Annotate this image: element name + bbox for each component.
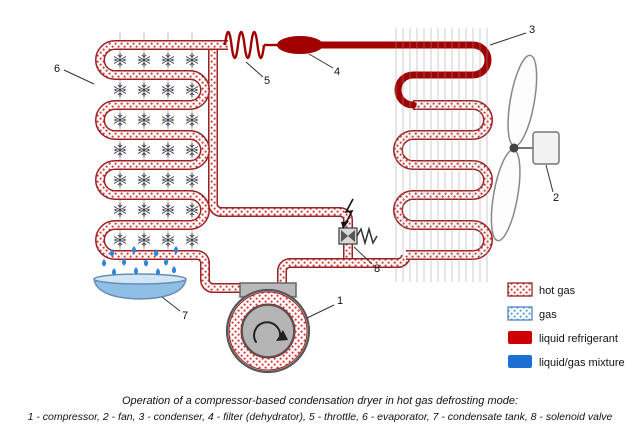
rotation-arrow-icon — [253, 321, 288, 343]
legend-swatch-hot-gas — [507, 282, 533, 297]
legend-label-gas: gas — [539, 309, 557, 321]
fan-motor — [532, 131, 560, 165]
fan — [490, 54, 560, 242]
lightning-icon — [341, 198, 354, 229]
ring-edge-outer — [228, 291, 308, 371]
liquid-refrigerant-line — [318, 41, 492, 109]
solenoid-valve — [338, 198, 378, 246]
fan-hub — [509, 143, 519, 153]
tank-water-surface — [93, 273, 187, 285]
legend-swatch-gas — [507, 306, 533, 321]
legend-item-liquid-refrigerant: liquid refrigerant — [508, 331, 618, 345]
legend-label-hot-gas: hot gas — [539, 285, 576, 297]
legend-swatch-liquid-refrigerant — [508, 331, 532, 344]
compressor — [225, 282, 311, 374]
condensate-tank — [93, 246, 187, 300]
label-fan: 2 — [553, 192, 559, 204]
label-compressor: 1 — [337, 295, 343, 307]
ring-edge-inner — [240, 303, 296, 359]
compressor-rotor — [241, 304, 295, 358]
solenoid-coil — [356, 226, 378, 246]
frost-snowflakes — [113, 52, 199, 248]
compressor-hot-gas-ring — [229, 292, 307, 370]
condenser-fins — [395, 28, 488, 282]
throttle — [223, 30, 280, 60]
label-condenser: 3 — [529, 24, 535, 36]
legend: hot gas gas liquid refrigerant liquid/ga… — [507, 282, 625, 369]
legend-swatch-liquid-gas-mixture — [508, 355, 532, 368]
filter-dehydrator — [277, 36, 323, 54]
label-filter: 4 — [334, 66, 340, 78]
legend-label-liquid-refrigerant: liquid refrigerant — [539, 333, 618, 345]
number-labels: 6 5 4 3 2 8 1 7 — [54, 24, 559, 322]
caption-title: Operation of a compressor-based condensa… — [122, 395, 518, 407]
evaporator-coil — [95, 40, 257, 312]
label-evaporator: 6 — [54, 63, 60, 75]
fan-blade-bottom — [490, 149, 521, 242]
legend-item-hot-gas: hot gas — [507, 282, 576, 297]
valve-bowtie — [341, 230, 355, 242]
label-solenoid-valve: 8 — [374, 263, 380, 275]
legend-item-liquid-gas-mixture: liquid/gas mixture — [508, 355, 625, 369]
label-throttle: 5 — [264, 75, 270, 87]
caption: Operation of a compressor-based condensa… — [28, 395, 613, 423]
legend-item-gas: gas — [507, 306, 557, 321]
legend-label-liquid-gas-mixture: liquid/gas mixture — [539, 357, 625, 369]
label-condensate-tank: 7 — [182, 310, 188, 322]
caption-parts-list: 1 - compressor, 2 - fan, 3 - condenser, … — [28, 411, 613, 423]
discharge-pipe — [277, 254, 411, 310]
hot-gas-bypass-pipe — [208, 45, 353, 263]
